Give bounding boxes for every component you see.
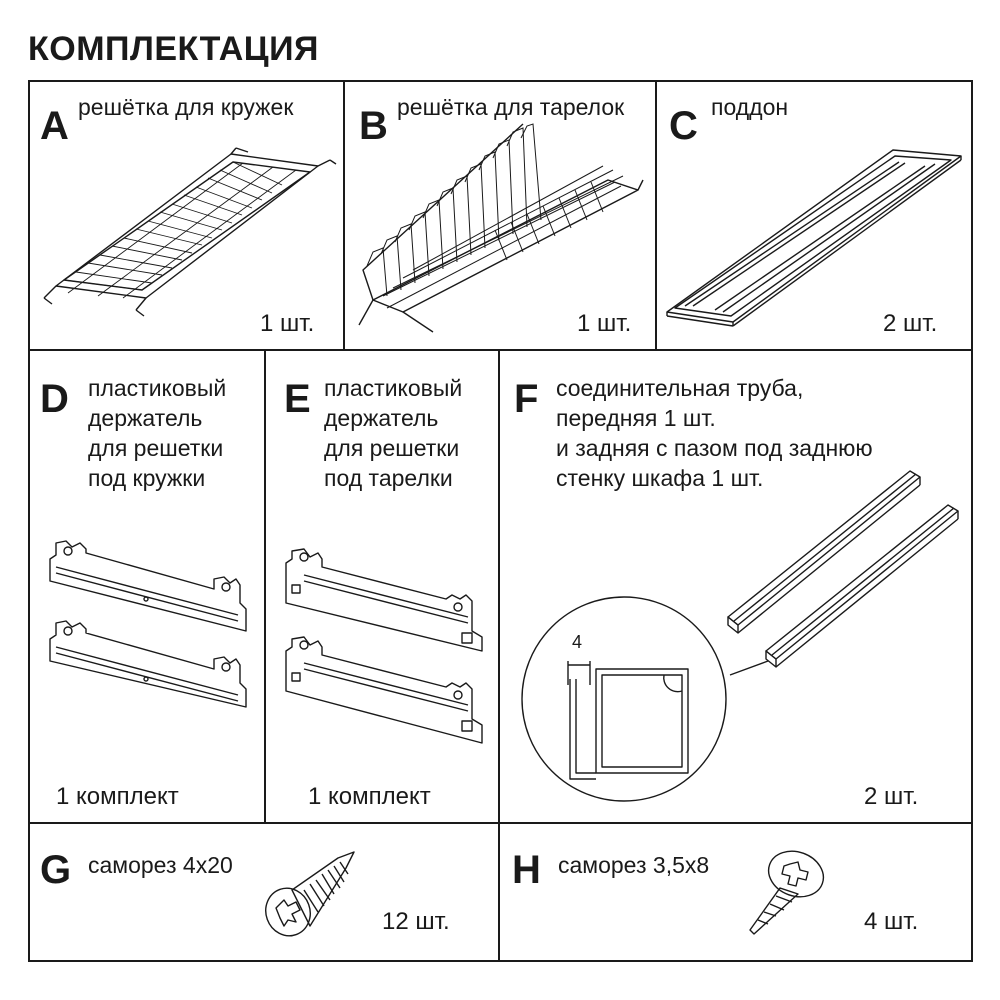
- item-e-label-line-1: пластиковый: [324, 375, 463, 401]
- item-h-label: саморез 3,5х8: [558, 852, 710, 878]
- item-e-label-line-3: для решетки: [324, 435, 460, 461]
- item-f-label-line-2: передняя 1 шт.: [556, 405, 716, 431]
- item-e-qty: 1 комплект: [308, 783, 431, 810]
- pan-head-screw-icon: [740, 848, 830, 938]
- item-f-dimension-label: 4: [572, 632, 583, 652]
- drip-tray-icon: [663, 146, 963, 326]
- item-f-cell: F соединительная труба, передняя 1 шт. и…: [498, 349, 973, 824]
- item-h-cell: H саморез 3,5х8 4 шт.: [498, 822, 973, 962]
- item-c-label: поддон: [711, 94, 789, 120]
- item-d-label-line-4: под кружки: [88, 465, 206, 491]
- item-f-letter: F: [514, 377, 539, 421]
- item-d-label-line-2: держатель: [88, 405, 203, 431]
- item-a-label: решётка для кружек: [78, 94, 294, 120]
- item-d-qty: 1 комплект: [56, 783, 179, 810]
- item-b-label: решётка для тарелок: [397, 94, 625, 120]
- cup-holder-bracket-icon: [46, 539, 246, 709]
- item-g-cell: G саморез 4х20 12 шт.: [28, 822, 500, 962]
- item-d-label-line-3: для решетки: [88, 435, 224, 461]
- item-h-letter: H: [512, 848, 541, 892]
- item-f-label-line-1: соединительная труба,: [556, 375, 804, 401]
- item-e-label-line-4: под тарелки: [324, 465, 453, 491]
- item-f-label-line-3: и задняя с пазом под заднюю: [556, 435, 873, 461]
- item-b-cell: B решётка для тарелок: [343, 80, 657, 351]
- item-b-letter: B: [359, 104, 388, 148]
- item-e-label-line-2: держатель: [324, 405, 439, 431]
- item-d-letter: D: [40, 377, 69, 421]
- page-title: КОМПЛЕКТАЦИЯ: [28, 30, 319, 68]
- cup-rack-icon: [38, 148, 338, 328]
- item-a-qty: 1 шт.: [260, 310, 315, 337]
- plate-holder-bracket-icon: [282, 547, 482, 747]
- item-g-qty: 12 шт.: [382, 908, 450, 935]
- item-g-letter: G: [40, 848, 72, 892]
- item-c-letter: C: [669, 104, 698, 148]
- item-c-cell: C поддон 2 шт.: [655, 80, 973, 351]
- item-e-cell: E пластиковый держатель для решетки под …: [264, 349, 500, 824]
- item-g-label: саморез 4х20: [88, 852, 233, 878]
- item-a-letter: A: [40, 104, 69, 148]
- plate-rack-icon: [353, 120, 643, 340]
- item-d-label-line-1: пластиковый: [88, 375, 227, 401]
- item-c-qty: 2 шт.: [883, 310, 938, 337]
- countersunk-screw-icon: [262, 850, 362, 940]
- connecting-tube-icon: [506, 469, 966, 809]
- item-h-qty: 4 шт.: [864, 908, 919, 935]
- item-a-cell: A решётка для кружек 1 шт.: [28, 80, 345, 351]
- item-e-letter: E: [284, 377, 311, 421]
- item-d-cell: D пластиковый держатель для решетки под …: [28, 349, 266, 824]
- item-f-label-line-4: стенку шкафа 1 шт.: [556, 465, 764, 491]
- item-b-qty: 1 шт.: [577, 310, 632, 337]
- item-f-qty: 2 шт.: [864, 783, 919, 810]
